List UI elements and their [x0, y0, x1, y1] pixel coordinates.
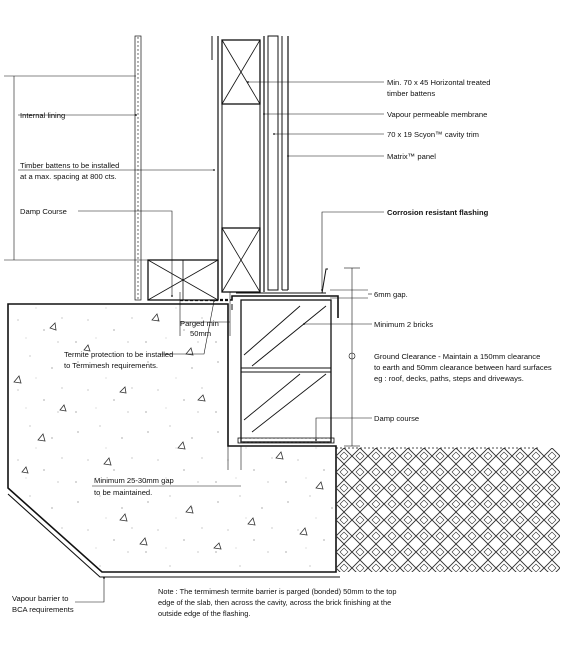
label-ground-1: Ground Clearance - Maintain a 150mm clea… [374, 352, 540, 361]
leader-damp-course-right [315, 417, 372, 441]
brickwork [237, 299, 335, 444]
label-cavity-trim: 70 x 19 Scyon™ cavity trim [387, 130, 479, 139]
note-line-1: Note : The termimesh termite barrier is … [158, 587, 397, 596]
dim-parged [179, 292, 231, 336]
bottom-plate [147, 259, 219, 301]
corrosion-resistant-flashing [230, 295, 339, 318]
label-termite-1: Termite protection to be installed [64, 350, 173, 359]
label-horiz-battens-1: Min. 70 x 45 Horizontal treated [387, 78, 490, 87]
label-min-gap-2: to be maintained. [94, 488, 152, 497]
label-parged-2: 50mm [190, 329, 211, 338]
label-parged-1: Parged min [180, 319, 219, 328]
label-damp-course-left: Damp Course [20, 207, 67, 216]
label-matrix-panel: Matrix™ panel [387, 152, 436, 161]
timber-batten-top [221, 39, 261, 105]
leader-termite [160, 300, 215, 355]
vapour-barrier-line [7, 493, 340, 578]
label-6mm-gap: 6mm gap. [374, 290, 408, 299]
leader-damp-course-left [78, 210, 173, 297]
aggregate-marks [13, 313, 324, 550]
label-internal-lining: Internal lining [20, 111, 65, 120]
internal-lining [134, 35, 142, 301]
label-termite-2: to Termimesh requirements. [64, 361, 158, 370]
label-ground-2: to earth and 50mm clearance between hard… [374, 363, 552, 372]
label-horiz-battens-2: timber battens [387, 89, 435, 98]
label-vapour-2: BCA requirements [12, 605, 74, 614]
dim-ground-clearance [344, 267, 360, 447]
label-min-gap-1: Minimum 25-30mm gap [94, 476, 174, 485]
ground-soil [336, 448, 560, 572]
timber-batten-bottom [221, 227, 261, 293]
leader-vapour [75, 577, 105, 603]
dim-6mm [330, 289, 368, 299]
label-ground-3: eg : roof, decks, paths, steps and drive… [374, 374, 524, 383]
label-min-bricks: Minimum 2 bricks [374, 320, 433, 329]
label-timber-battens-1: Timber battens to be installed [20, 161, 119, 170]
cavity-trim [267, 35, 279, 291]
label-flashing: Corrosion resistant flashing [387, 208, 489, 217]
dim-left [4, 75, 148, 261]
note-line-3: outside edge of the flashing. [158, 609, 250, 618]
label-vapour-membrane: Vapour permeable membrane [387, 110, 487, 119]
note-line-2: edge of the slab, then across the cavity… [158, 598, 391, 607]
dim-gap [227, 446, 242, 470]
label-vapour-1: Vapour barrier to [12, 594, 68, 603]
leader-flashing [321, 211, 384, 291]
label-damp-course-right: Damp course [374, 414, 419, 423]
label-timber-battens-2: at a max. spacing at 800 cts. [20, 172, 117, 181]
